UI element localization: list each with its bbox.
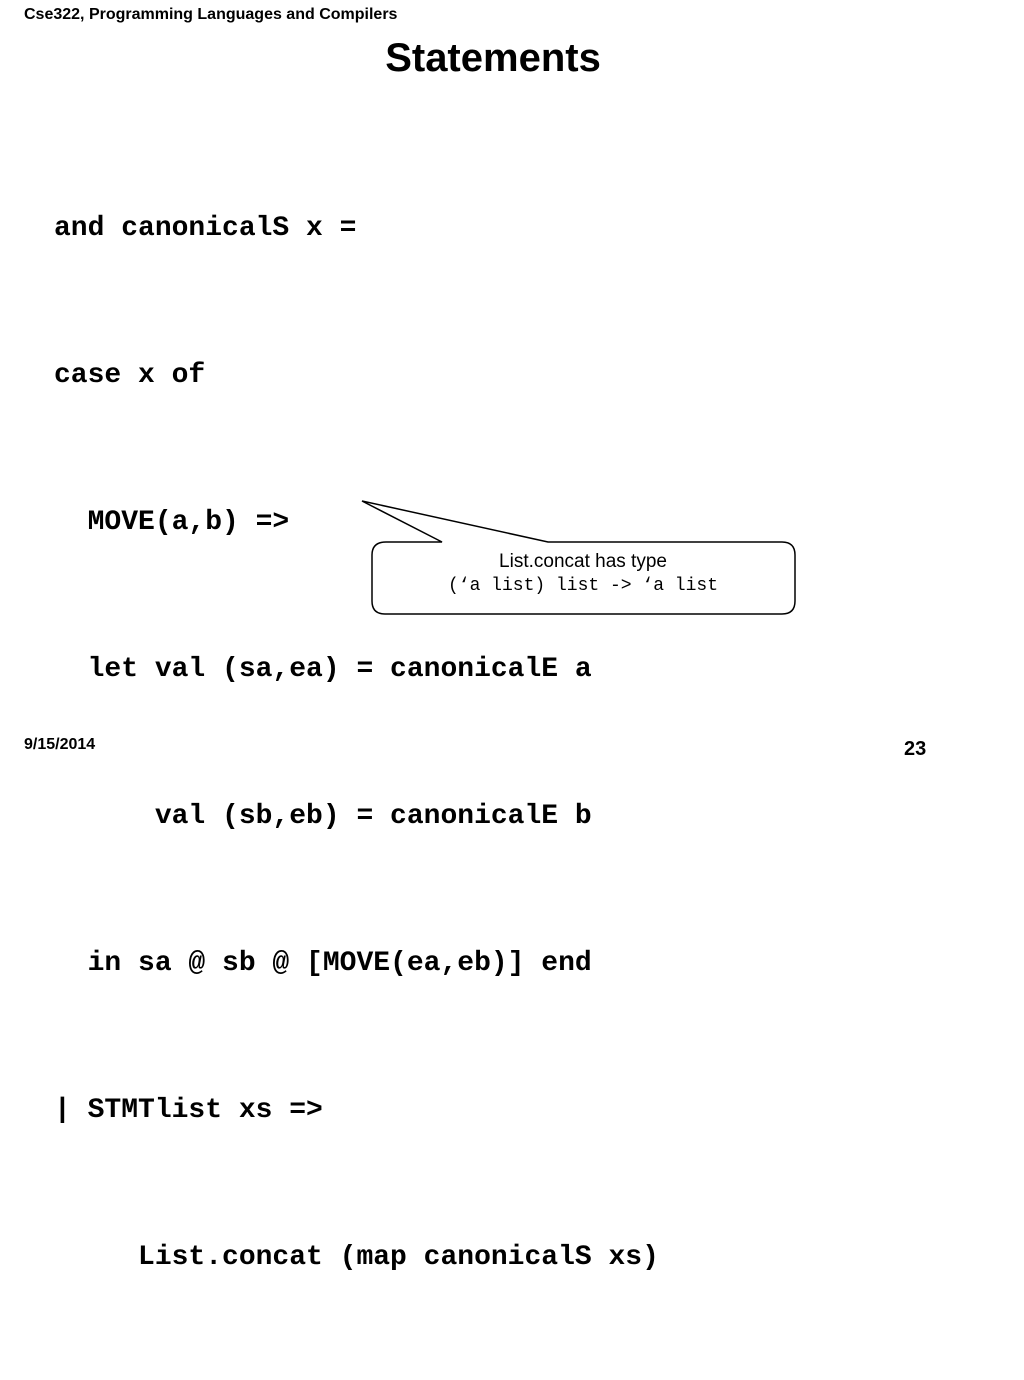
callout-line2: (‘a list) list -> ‘a list	[447, 576, 719, 596]
code-line: let val (sa,ea) = canonicalE a	[54, 654, 592, 685]
code-line: case x of	[54, 360, 206, 391]
code-line: MOVE(a,b) =>	[54, 507, 290, 538]
callout-line1: List.concat has type	[499, 551, 667, 572]
callout-outline	[361, 500, 796, 615]
slide-title: Statements	[385, 36, 601, 80]
code-line: List.concat (map canonicalS xs)	[54, 1242, 659, 1273]
slide: Cse322, Programming Languages and Compil…	[24, 6, 927, 1273]
code-line: | STMTlist xs =>	[54, 1095, 323, 1126]
code-line: val (sb,eb) = canonicalE b	[54, 801, 592, 832]
footer-date: 9/15/2014	[24, 736, 96, 753]
slide-number: 23	[904, 738, 927, 760]
code-line: and canonicalS x =	[54, 213, 357, 244]
callout-bubble	[361, 500, 796, 615]
callout-text: List.concat has type (‘a list) list -> ‘…	[372, 550, 794, 598]
code-line: in sa @ sb @ [MOVE(ea,eb)] end	[54, 948, 592, 979]
course-header: Cse322, Programming Languages and Compil…	[24, 6, 398, 23]
